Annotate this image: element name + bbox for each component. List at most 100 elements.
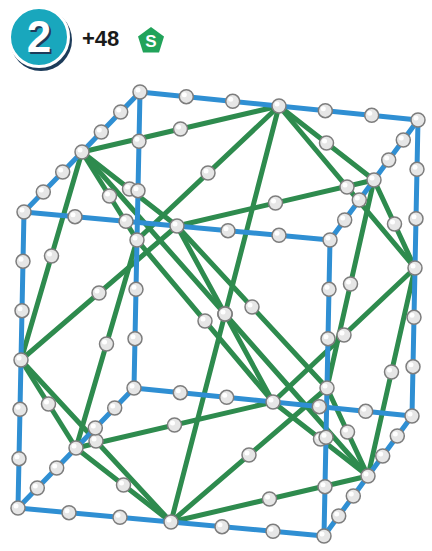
hub-connector xyxy=(320,381,334,395)
blue-rod xyxy=(330,120,418,240)
green-rod xyxy=(273,268,415,402)
hub-connector xyxy=(131,184,145,198)
hub-highlight xyxy=(320,532,325,537)
node-text: S xyxy=(145,33,156,50)
hub-highlight xyxy=(228,97,233,102)
hub-highlight xyxy=(33,484,38,489)
hub-connector xyxy=(92,286,106,300)
hub-connector xyxy=(221,224,235,238)
hub-highlight xyxy=(119,481,124,486)
hub-highlight xyxy=(410,313,415,318)
hub-connector xyxy=(127,381,141,395)
hub-connector xyxy=(361,469,375,483)
hub-highlight xyxy=(271,199,276,204)
hub-connector xyxy=(359,404,373,418)
hub-highlight xyxy=(222,393,227,398)
hub-connector xyxy=(94,125,108,139)
hub-connector xyxy=(117,478,131,492)
hub-highlight xyxy=(116,513,121,518)
hub-connector xyxy=(396,133,410,147)
hub-connector xyxy=(168,418,182,432)
hub-highlight xyxy=(275,102,280,107)
hub-connector xyxy=(245,300,259,314)
hub-connector xyxy=(108,401,122,415)
hub-connector xyxy=(103,189,117,203)
hub-connector xyxy=(119,214,133,228)
hub-highlight xyxy=(47,252,52,257)
hub-highlight xyxy=(173,222,178,227)
hub-connector xyxy=(218,307,232,321)
hub-connector xyxy=(220,390,234,404)
hub-connector xyxy=(69,441,83,455)
hub-highlight xyxy=(116,108,121,113)
hub-highlight xyxy=(340,216,345,221)
hub-connector xyxy=(263,492,277,506)
hub-highlight xyxy=(408,412,413,417)
hub-highlight xyxy=(131,334,136,339)
hub-connector xyxy=(14,353,28,367)
hub-connector xyxy=(332,509,346,523)
hub-highlight xyxy=(18,306,23,311)
blue-rod xyxy=(18,388,134,508)
hub-highlight xyxy=(14,504,19,509)
hub-connector xyxy=(68,210,82,224)
hub-connector xyxy=(367,173,381,187)
hub-highlight xyxy=(364,472,369,477)
hub-connector xyxy=(173,386,187,400)
hub-highlight xyxy=(346,280,351,285)
hub-connector xyxy=(340,180,354,194)
hub-highlight xyxy=(39,188,44,193)
hub-connector xyxy=(382,153,396,167)
green-rod xyxy=(177,226,273,402)
hub-highlight xyxy=(201,317,206,322)
hub-highlight xyxy=(52,464,57,469)
hub-connector xyxy=(266,395,280,409)
hub-highlight xyxy=(136,88,141,93)
hub-highlight xyxy=(97,128,102,133)
hub-highlight xyxy=(125,185,130,190)
hub-highlight xyxy=(393,432,398,437)
hub-highlight xyxy=(315,402,320,407)
hub-connector xyxy=(322,282,336,296)
hub-highlight xyxy=(110,404,115,409)
hub-connector xyxy=(385,365,399,379)
hub-connector xyxy=(407,310,421,324)
hub-connector xyxy=(346,489,360,503)
connectors xyxy=(11,85,425,543)
green-rod xyxy=(137,106,279,240)
hub-connector xyxy=(266,524,280,538)
hub-connector xyxy=(179,90,193,104)
hub-connector xyxy=(218,307,232,321)
hub-connector xyxy=(317,529,331,543)
hub-highlight xyxy=(132,285,137,290)
hub-connector xyxy=(226,94,240,108)
hub-connector xyxy=(409,212,423,226)
hub-connector xyxy=(170,219,184,233)
hub-highlight xyxy=(390,220,395,225)
hub-highlight xyxy=(275,231,280,236)
hub-highlight xyxy=(248,303,253,308)
hub-highlight xyxy=(105,192,110,197)
hub-highlight xyxy=(176,388,181,393)
hub-highlight xyxy=(343,183,348,188)
green-rod xyxy=(374,180,415,268)
hub-connector xyxy=(341,425,355,439)
hub-highlight xyxy=(326,236,331,241)
green-rod xyxy=(137,240,273,402)
hub-highlight xyxy=(265,495,270,500)
green-rod xyxy=(82,152,137,240)
hub-connector xyxy=(215,520,229,534)
green-rod xyxy=(76,402,273,448)
hub-highlight xyxy=(322,433,327,438)
hub-connector xyxy=(100,337,114,351)
hub-highlight xyxy=(361,407,366,412)
green-rod xyxy=(21,360,76,448)
hub-highlight xyxy=(367,111,372,116)
hub-highlight xyxy=(245,451,250,456)
hub-highlight xyxy=(322,139,327,144)
hub-highlight xyxy=(384,156,389,161)
hub-highlight xyxy=(324,334,329,339)
hub-highlight xyxy=(411,264,416,269)
blue-rod xyxy=(24,92,140,212)
hub-connector xyxy=(89,434,103,448)
